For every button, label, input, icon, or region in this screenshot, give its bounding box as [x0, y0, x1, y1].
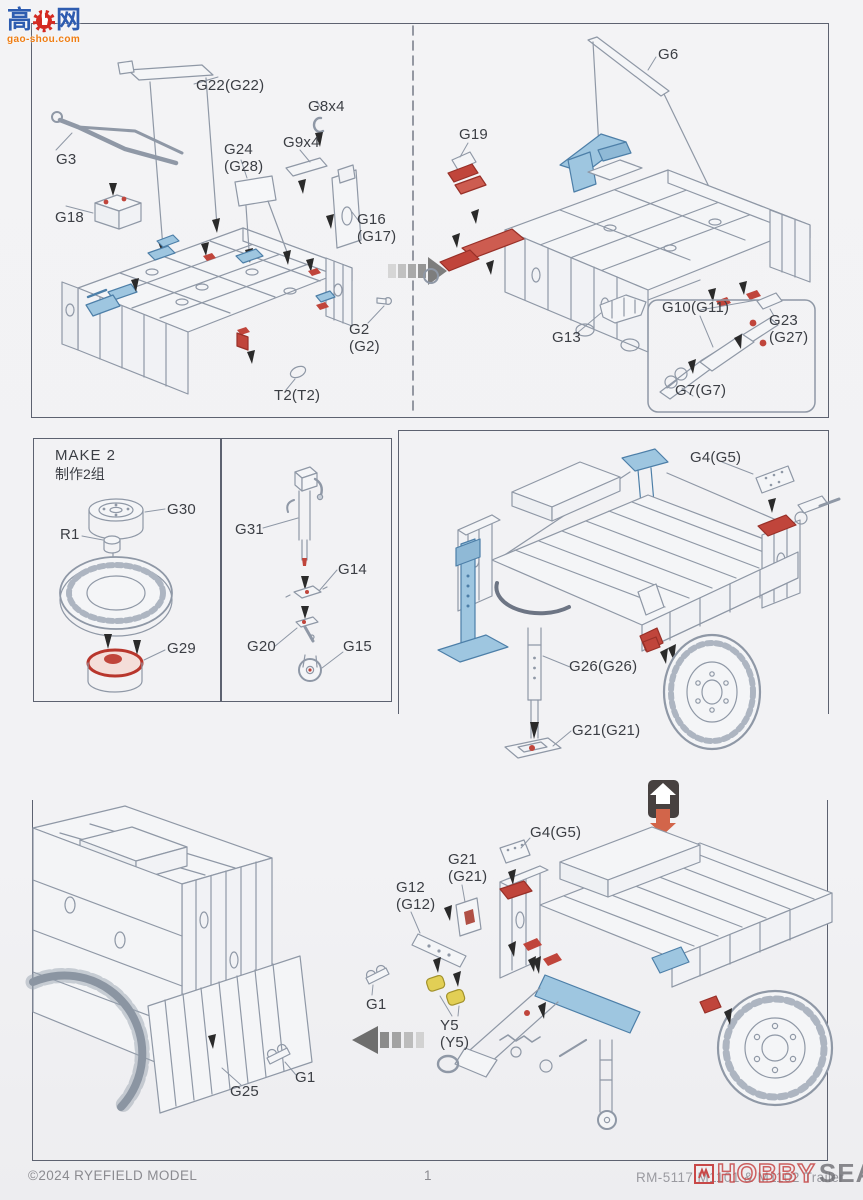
part-label: G15 [343, 638, 372, 655]
part-label: G31 [235, 521, 264, 538]
hobby-search-logo-icon [694, 1163, 714, 1184]
part-label: G3 [56, 151, 77, 168]
step-direction-arrow-left [352, 1026, 424, 1054]
part-label: G21 (G21) [448, 851, 488, 885]
part-label: T2(T2) [274, 387, 321, 404]
part-label: G8x4 [308, 98, 345, 115]
part-label: R1 [60, 526, 80, 543]
footer-kit-code: RM-5117 M1101 & M1102 Trailer [636, 1170, 845, 1185]
diagram-jack-assembly [262, 466, 344, 682]
gear-thumb-icon [33, 9, 56, 33]
panel-step2 [398, 430, 829, 714]
diagram-step3-left [25, 805, 390, 1115]
watermark-search-text: SEARCH [818, 1158, 863, 1188]
part-label: G26(G26) [569, 658, 638, 675]
part-label: G7(G7) [675, 382, 727, 399]
part-label: G10(G11) [662, 299, 730, 316]
panel-step1 [31, 23, 829, 418]
shop-watermark: HOBBY SEARCH [694, 1157, 863, 1189]
panel-make2-wheels [33, 438, 221, 702]
part-label: G30 [167, 501, 196, 518]
make2-note-en: MAKE 2 [55, 447, 117, 464]
part-label: G21(G21) [572, 722, 641, 739]
part-label: G18 [55, 209, 84, 226]
part-label: G22(G22) [196, 77, 265, 94]
footer-page-number: 1 [424, 1168, 432, 1183]
diagram-wheel-assembly [59, 498, 173, 693]
panel-jack-assembly [221, 438, 392, 702]
part-label: G4(G5) [690, 449, 742, 466]
step-direction-arrow-right [388, 257, 447, 285]
part-label: G19 [459, 126, 488, 143]
diagram-step1-right [423, 36, 816, 413]
part-label: G2 (G2) [349, 321, 380, 355]
site-logo-char-right: 网 [56, 5, 82, 34]
watermark-hobby-text: HOBBY [716, 1157, 816, 1189]
part-label: G16 (G17) [357, 211, 397, 245]
footer-copyright: ©2024 RYEFIELD MODEL [28, 1168, 198, 1183]
part-label: G1 [295, 1069, 316, 1086]
part-label: G6 [658, 46, 679, 63]
diagram-step2 [437, 448, 841, 759]
part-label: G13 [552, 329, 581, 346]
site-logo-url: gao-shou.com [7, 34, 81, 45]
diagram-step3-right [410, 826, 834, 1130]
part-label: G20 [247, 638, 276, 655]
part-label: G29 [167, 640, 196, 657]
flip-over-icon [648, 780, 679, 835]
site-logo-char-left: 高 [7, 5, 33, 34]
part-label: G9x4 [283, 134, 320, 151]
site-watermark-logo: 高 网 gao-shou.com [7, 7, 107, 45]
diagram-step1-left [51, 60, 393, 395]
make2-note-cn: 制作2组 [55, 466, 105, 482]
part-label: G1 [366, 996, 387, 1013]
part-label: G25 [230, 1083, 259, 1100]
part-label: G14 [338, 561, 367, 578]
part-label: G12 (G12) [396, 879, 436, 913]
part-label: G24 (G28) [224, 141, 264, 175]
part-label: Y5 (Y5) [440, 1017, 470, 1051]
part-label: G4(G5) [530, 824, 582, 841]
part-label: G23 (G27) [769, 312, 809, 346]
